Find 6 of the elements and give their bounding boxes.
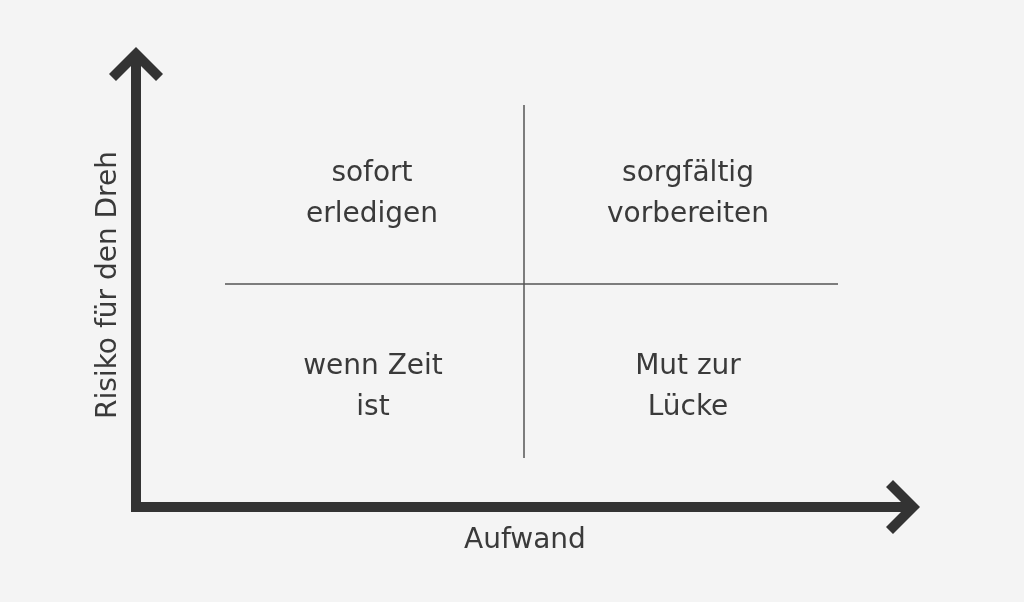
quadrant-label: Mut zur Lücke	[634, 347, 742, 424]
quadrant-label: sorgfältig vorbereiten	[605, 154, 771, 231]
axis-label: Aufwand	[464, 520, 586, 557]
axis-label: Risiko für den Dreh	[90, 151, 124, 419]
quadrant-label: sofort erledigen	[304, 154, 439, 231]
quadrant-label: wenn Zeit ist	[302, 347, 444, 424]
